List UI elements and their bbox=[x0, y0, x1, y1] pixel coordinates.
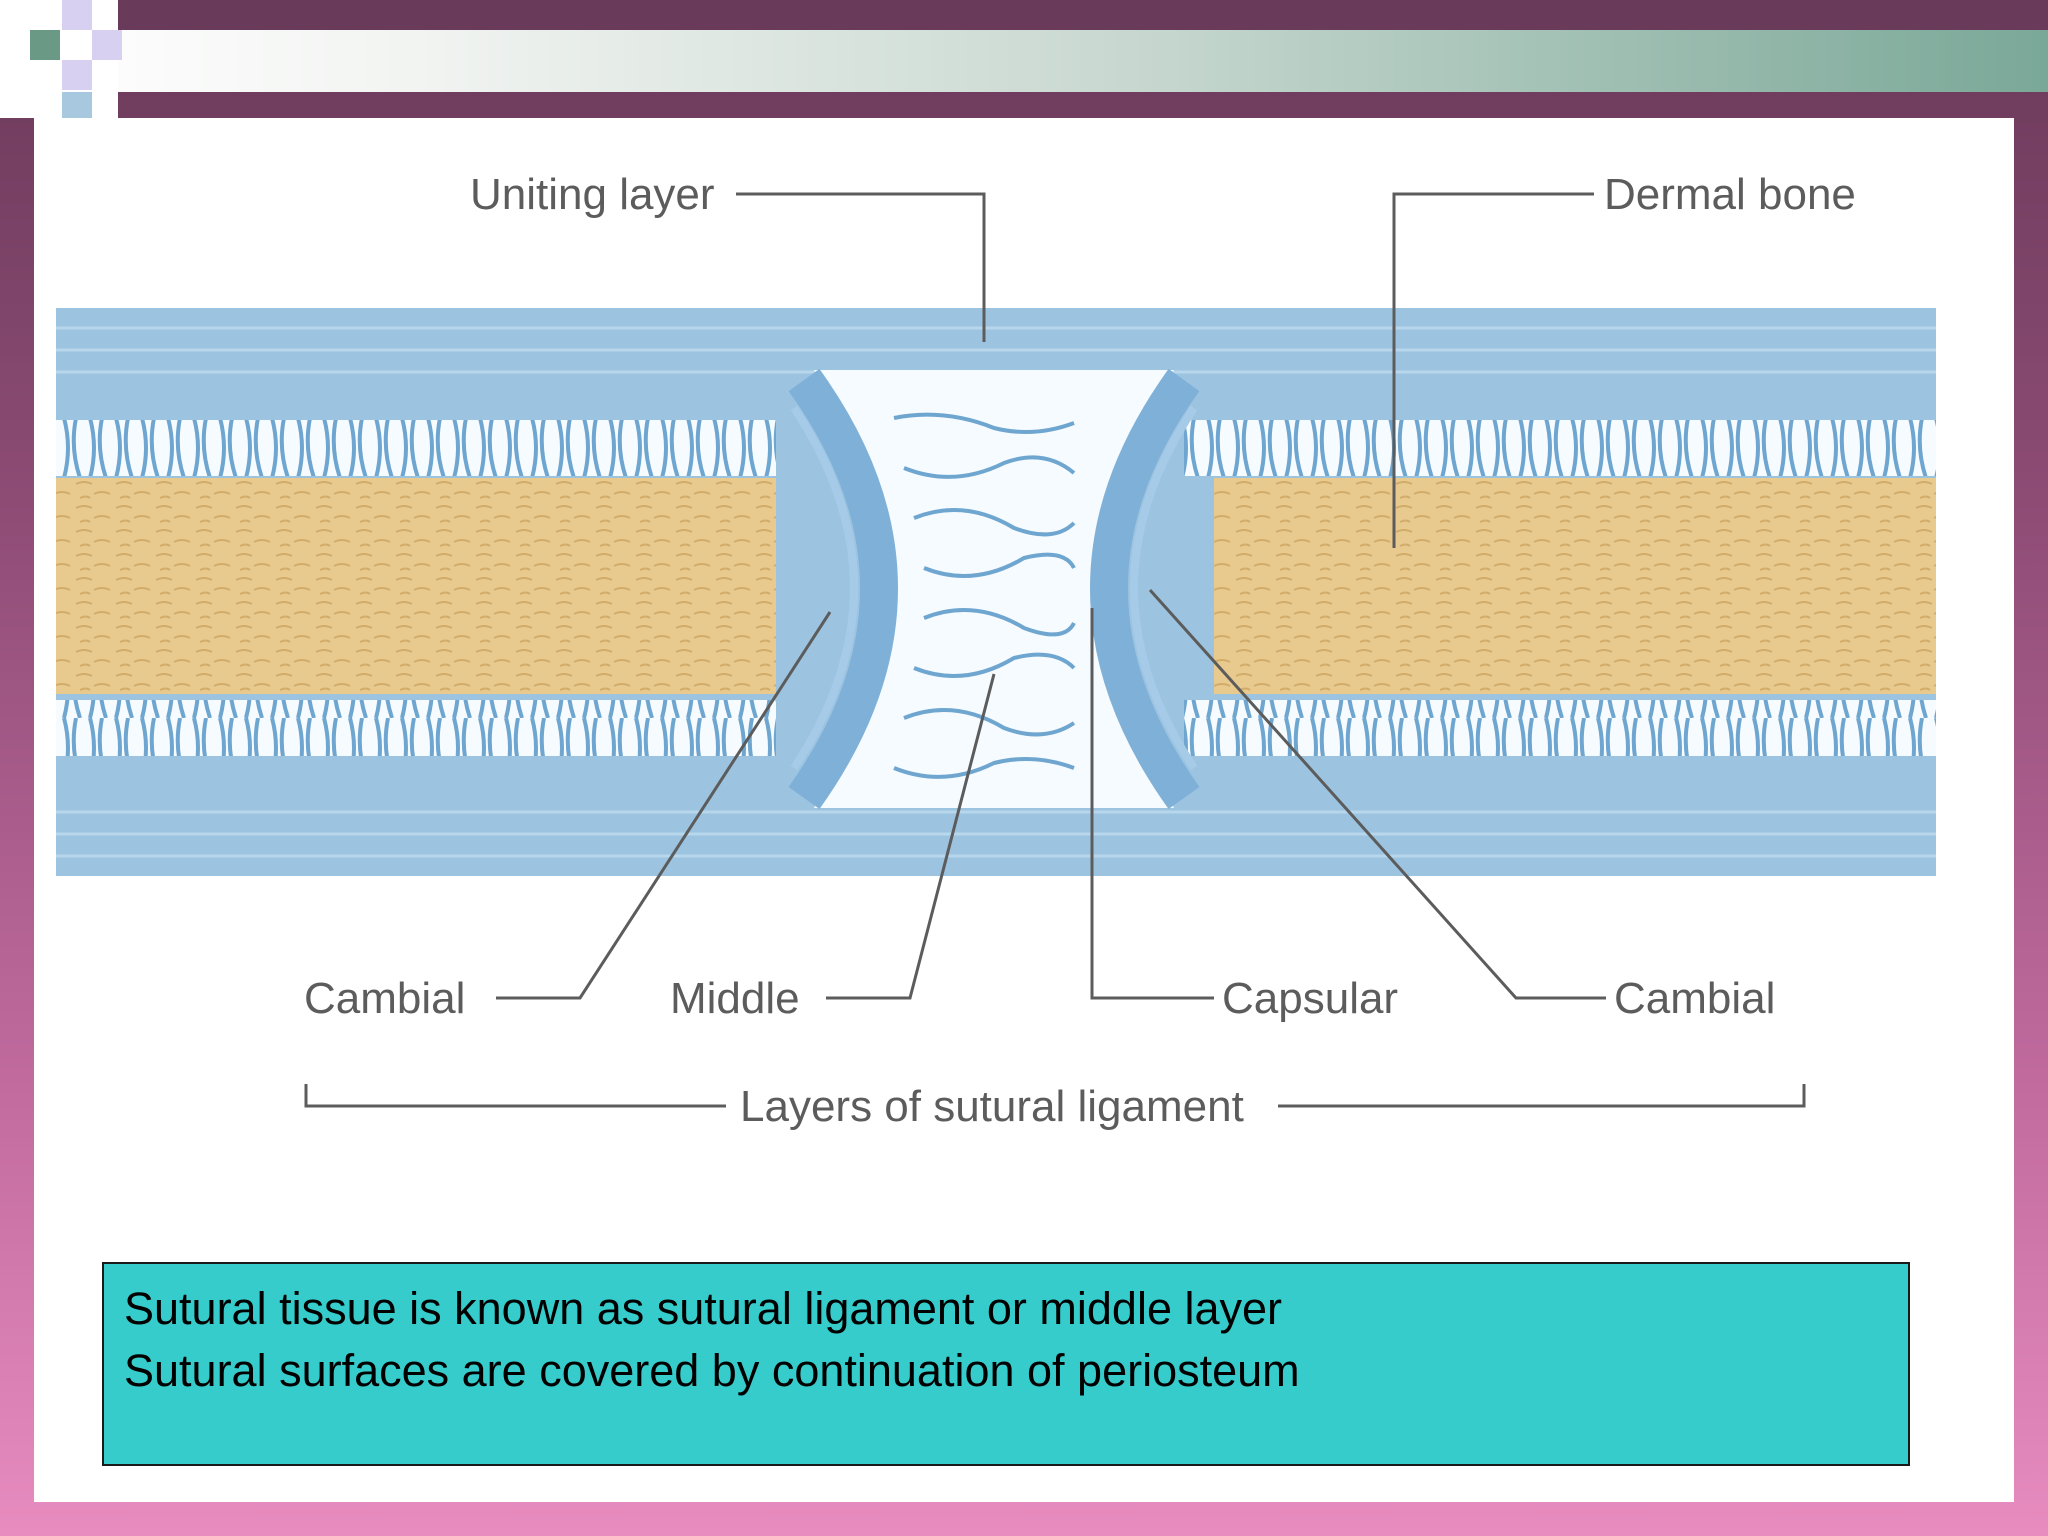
bone-left bbox=[56, 478, 776, 694]
leader-dermal-bone bbox=[1392, 192, 1594, 548]
decorative-square bbox=[30, 30, 60, 60]
sutural-ligament-center bbox=[814, 370, 1174, 808]
leader-capsular bbox=[1090, 608, 1214, 1000]
leader-middle bbox=[826, 673, 996, 1000]
capsular-arc-left bbox=[788, 368, 898, 810]
leader-cambial-right bbox=[1148, 588, 1606, 1000]
capsular-arc-left-inner bbox=[790, 405, 858, 771]
slide-header-bar bbox=[0, 30, 2048, 92]
periosteum-lines bbox=[56, 326, 1936, 858]
decorative-square bbox=[62, 92, 92, 118]
suture-diagram: Uniting layer Dermal bone Cambial Middle… bbox=[56, 170, 1936, 1131]
decorative-square bbox=[62, 0, 92, 30]
decorative-square bbox=[62, 60, 92, 90]
capsular-arc-right-inner bbox=[1130, 405, 1198, 771]
caption-line-2: Sutural surfaces are covered by continua… bbox=[124, 1345, 1300, 1396]
label-capsular: Capsular bbox=[1222, 974, 1398, 1023]
bone-right bbox=[1214, 478, 1936, 694]
decorative-square bbox=[92, 30, 122, 60]
label-dermal-bone: Dermal bone bbox=[1604, 170, 1856, 219]
slide-top-strip bbox=[0, 0, 2048, 30]
label-layers-of-sutural-ligament: Layers of sutural ligament bbox=[740, 1082, 1244, 1131]
caption-line-1: Sutural tissue is known as sutural ligam… bbox=[124, 1283, 1283, 1334]
label-uniting-layer: Uniting layer bbox=[470, 170, 715, 219]
fiber-layer-lower-left bbox=[56, 700, 776, 756]
label-cambial-left: Cambial bbox=[304, 974, 465, 1023]
label-cambial-right: Cambial bbox=[1614, 974, 1775, 1023]
capsular-arc-right bbox=[1090, 368, 1200, 810]
bracket-left bbox=[304, 1084, 726, 1108]
bracket-right bbox=[1278, 1084, 1806, 1108]
label-middle: Middle bbox=[670, 974, 800, 1023]
leader-uniting-layer bbox=[736, 192, 986, 342]
fiber-layer-upper-left bbox=[56, 420, 776, 476]
fiber-layer-upper-right bbox=[1184, 420, 1936, 476]
caption-box: Sutural tissue is known as sutural ligam… bbox=[102, 1262, 1910, 1466]
sutural-fibers bbox=[893, 412, 1076, 779]
fiber-layer-lower-right bbox=[1184, 700, 1936, 756]
leader-cambial-left bbox=[496, 611, 832, 1000]
